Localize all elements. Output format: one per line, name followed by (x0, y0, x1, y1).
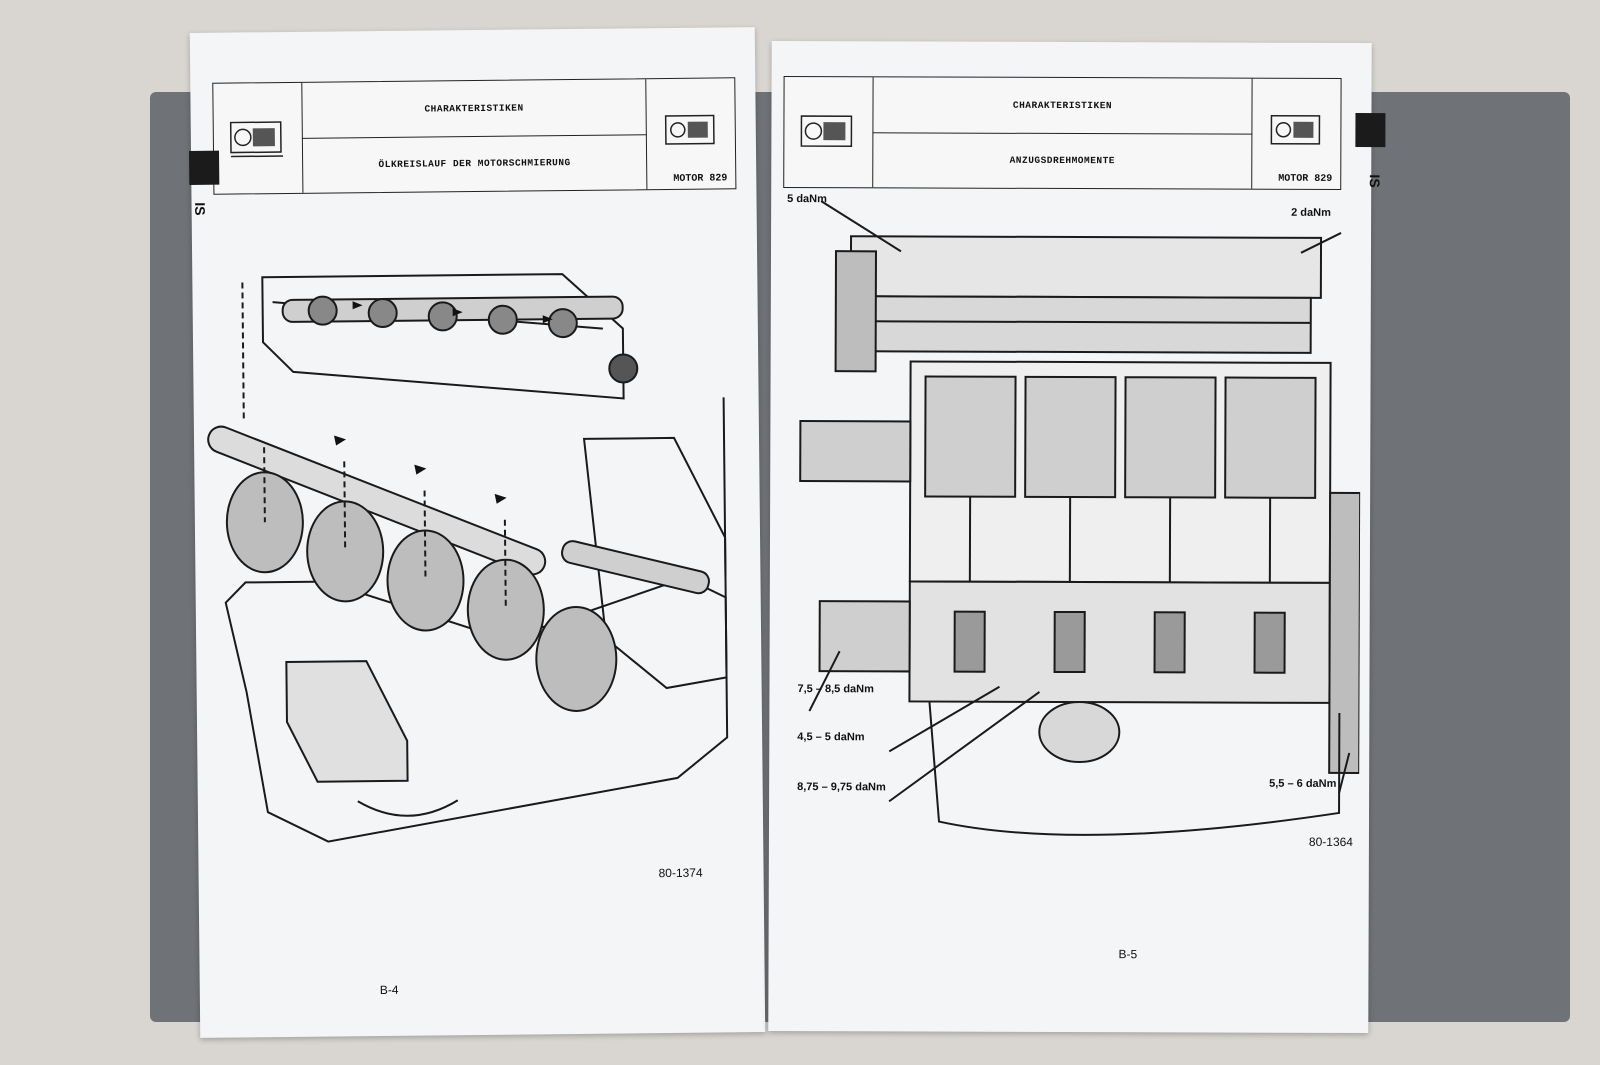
left-header-titles: CHARAKTERISTIKEN ÖLKREISLAUF DER MOTORSC… (301, 79, 648, 193)
header-line-1: CHARAKTERISTIKEN (424, 102, 524, 115)
engine-section-drawing (799, 200, 1362, 836)
figure-code: 80-1364 (1308, 834, 1354, 849)
left-header: CHARAKTERISTIKEN ÖLKREISLAUF DER MOTORSC… (212, 77, 737, 195)
header-line-2: ANZUGSDREHMOMENTE (872, 131, 1253, 189)
figure-code: 80-1374 (658, 865, 703, 881)
motor-label: MOTOR 829 (1278, 173, 1333, 185)
section-tab (1355, 112, 1386, 148)
section-label: IS (192, 202, 209, 216)
torque-label: 8,75 – 9,75 daNm (797, 781, 886, 794)
left-page: CHARAKTERISTIKEN ÖLKREISLAUF DER MOTORSC… (188, 27, 766, 1038)
section-label: IS (1366, 174, 1383, 188)
torque-label: 4,5 – 5 daNm (797, 731, 865, 744)
right-header: CHARAKTERISTIKEN ANZUGSDREHMOMENTE MOTOR… (783, 75, 1342, 190)
torque-label: 2 daNm (1291, 206, 1331, 219)
torque-label: 7,5 – 8,5 daNm (797, 683, 874, 696)
motor-label: MOTOR 829 (673, 173, 728, 185)
torque-label: 5,5 – 6 daNm (1269, 777, 1337, 790)
engine-thumbnail-icon (784, 77, 874, 188)
page-number: B-5 (1118, 947, 1138, 962)
engine-thumbnail-icon (645, 78, 736, 190)
engine-thumbnail-icon (213, 82, 304, 194)
page-number: B-4 (379, 982, 399, 998)
header-line-1: CHARAKTERISTIKEN (1012, 99, 1113, 111)
header-line-2: ÖLKREISLAUF DER MOTORSCHMIERUNG (301, 133, 648, 193)
torque-label: 5 daNm (787, 193, 827, 206)
right-header-titles: CHARAKTERISTIKEN ANZUGSDREHMOMENTE (872, 77, 1253, 189)
section-tab (188, 150, 220, 185)
right-page: CHARAKTERISTIKEN ANZUGSDREHMOMENTE MOTOR… (768, 40, 1386, 1034)
engine-thumbnail-icon (1251, 78, 1341, 189)
oil-circuit-drawing (207, 273, 729, 843)
